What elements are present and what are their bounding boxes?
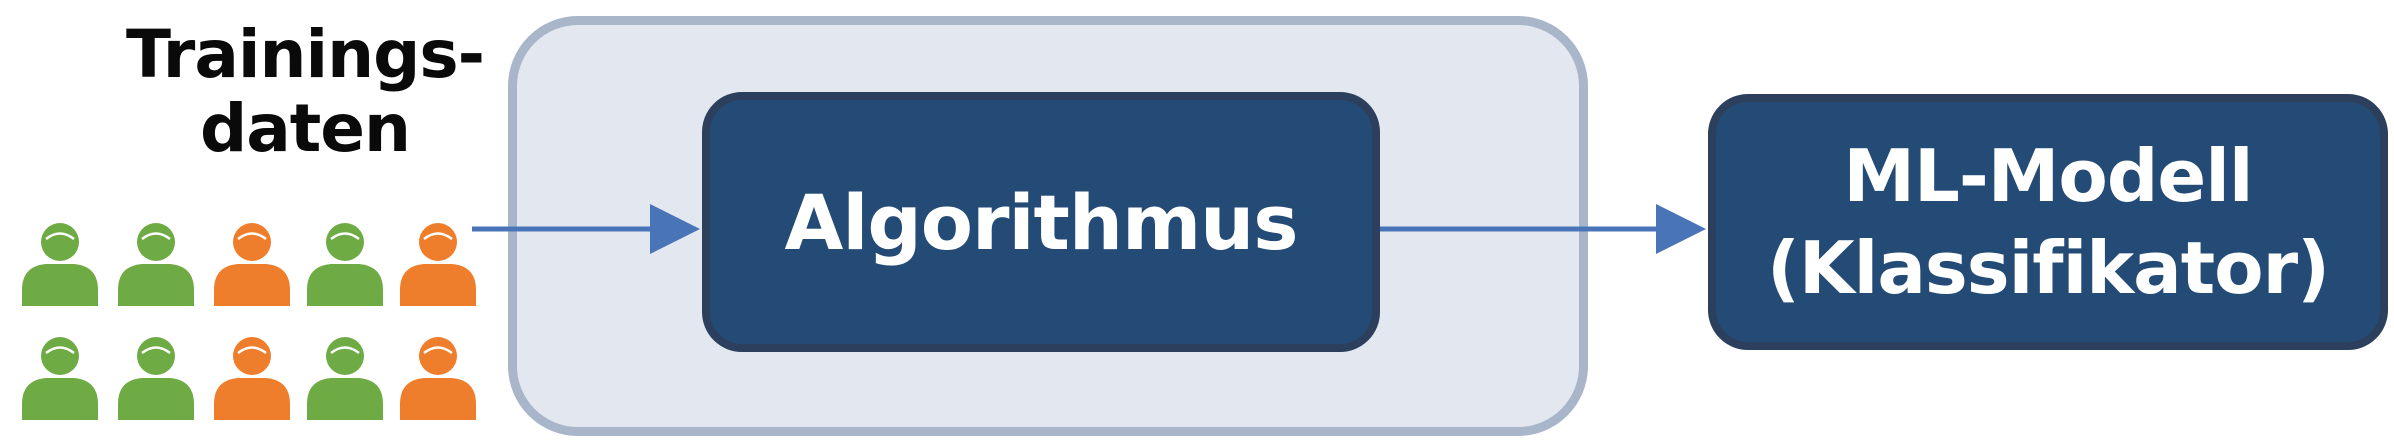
training-data-label: Trainings- daten <box>90 18 520 166</box>
person-icon <box>118 223 194 306</box>
model-label-line1: ML-Modell <box>1843 134 2253 218</box>
training-data-people-grid <box>22 223 476 420</box>
person-icon <box>22 337 98 420</box>
model-box: ML-Modell (Klassifikator) <box>1708 94 2388 350</box>
person-icon <box>22 223 98 306</box>
algorithm-box: Algorithmus <box>702 92 1380 352</box>
training-data-label-line1: Trainings- <box>126 16 485 93</box>
person-icon <box>214 337 290 420</box>
algorithm-label: Algorithmus <box>784 177 1299 267</box>
person-icon <box>307 337 383 420</box>
person-icon <box>214 223 290 306</box>
person-icon <box>118 337 194 420</box>
person-icon <box>400 337 476 420</box>
model-label-line2: (Klassifikator) <box>1766 226 2330 310</box>
training-data-label-line2: daten <box>199 90 411 167</box>
person-icon <box>307 223 383 306</box>
person-icon <box>400 223 476 306</box>
